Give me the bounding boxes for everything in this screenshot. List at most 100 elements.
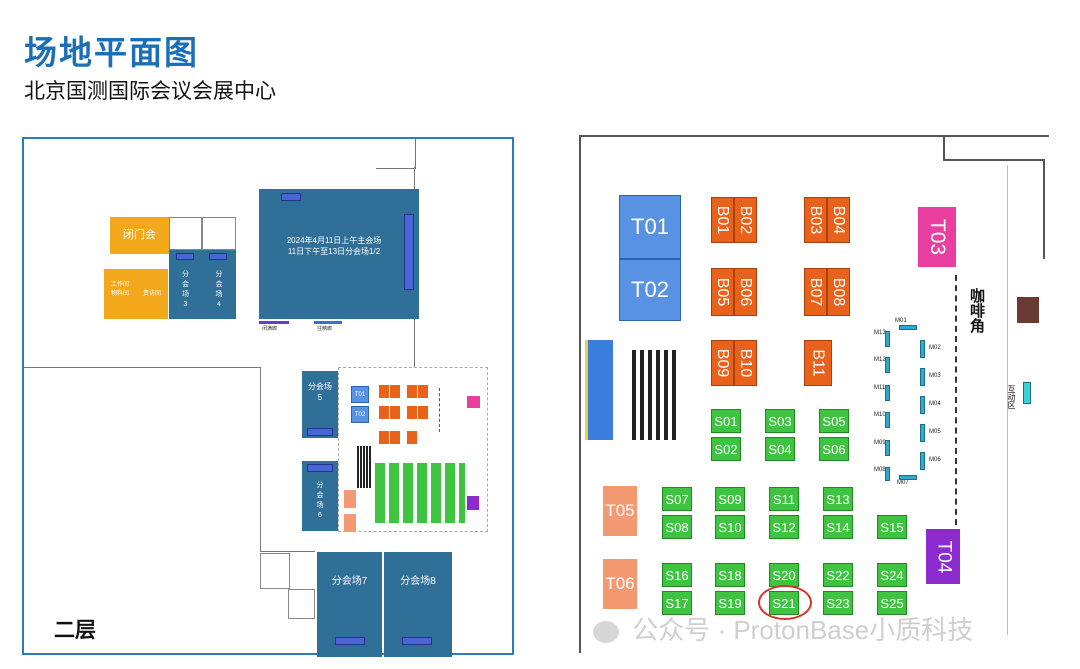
m07-label: M07 [897,480,909,486]
booth-m12 [885,357,890,373]
exhibit-seating [632,350,680,440]
booth-t06: T06 [603,559,637,609]
exit-left-marker [259,321,289,324]
page-subtitle: 北京国测国际会议会展中心 [24,80,276,103]
m10-label: M10 [874,412,886,418]
mini-b05 [379,406,389,419]
wall-top-mid [104,367,261,368]
m12-label: M12 [874,357,886,363]
booth-t05: T05 [603,486,637,536]
booth-s22: S22 [823,563,853,587]
exit-right-marker [314,321,342,324]
main-hall-stage [404,214,414,290]
mini-b09 [379,431,389,444]
sub-hall-5: 分会场 5 [302,371,338,438]
booth-t03: T03 [918,207,956,267]
watermark-text: 公众号 · ProtonBase小质科技 [632,615,974,645]
sub-hall-7-label: 分会场7 [331,576,368,587]
m01-label: M01 [895,318,907,324]
m05-label: M05 [929,429,941,435]
booth-b03-label: B03 [807,205,825,235]
booth-s20: S20 [769,563,799,587]
mini-b08 [418,406,428,419]
booth-s18: S18 [715,563,745,587]
booth-s23: S23 [823,591,853,615]
interaction-zone-label: 互动区 [1007,385,1016,409]
mini-b01 [379,385,389,398]
coffee-counter [1017,297,1039,323]
mini-t02: T02 [351,406,369,423]
booth-s17: S17 [662,591,692,615]
floor-plan-panel: 2024年4月11日上午主会场 11日下午至13日分会场1/2 闭满廊 往精廊 … [22,137,514,657]
main-hall-label: 2024年4月11日上午主会场 11日下午至13日分会场1/2 [286,236,382,256]
sub-hall-4: 分 会 场 4 [202,250,236,319]
mini-b11 [407,431,417,444]
booth-b08: B08 [827,268,850,316]
booth-s02: S02 [711,437,741,461]
sub-hall-6-stage [307,464,333,472]
exhibit-wall-outer [579,135,1049,653]
booth-s19: S19 [715,591,745,615]
booth-m09 [885,440,890,456]
booth-s03: S03 [765,409,795,433]
booth-b01-label: B01 [714,205,732,235]
mini-t05 [344,514,356,532]
exhibit-wall-top-right [945,159,1045,161]
booth-m05 [920,424,925,442]
mini-t04 [467,496,479,510]
booth-b04: B04 [827,197,850,243]
booth-t01: T01 [619,195,681,259]
booth-s05: S05 [819,409,849,433]
booth-t04: T04 [926,529,960,584]
wall-left-upper [24,367,106,368]
m03-label: M03 [929,373,941,379]
exit-right-label: 往精廊 [317,326,333,332]
booth-b03: B03 [804,197,827,243]
mini-b07 [407,406,417,419]
mini-b10 [390,431,400,444]
booth-b02: B02 [734,197,757,243]
booth-b07: B07 [804,268,827,316]
booth-b04-label: B04 [830,205,848,235]
booth-b11: B11 [804,340,832,386]
sub-hall-3: 分 会 场 3 [169,250,202,319]
work-room: 工作间 物料间 [104,269,136,319]
booth-b08-label: B08 [830,277,848,307]
mini-b06 [390,406,400,419]
s21-highlight-circle [758,585,812,620]
booth-s16: S16 [662,563,692,587]
exhibit-wall-right [1043,159,1045,259]
booth-b10: B10 [734,340,757,386]
booth-b11-label: B11 [810,349,827,377]
exit-left-label: 闭满廊 [262,326,278,332]
booth-m03 [920,368,925,386]
mini-b02 [390,385,400,398]
booth-s04: S04 [765,437,795,461]
booth-m04 [920,396,925,414]
sub-hall-8-label: 分会场8 [400,576,436,587]
small-room-a [169,217,202,250]
m13-label: M13 [874,330,886,336]
booth-m08 [885,467,890,481]
mini-t06 [344,490,356,508]
exhibit-wall-inner-right [1007,165,1009,635]
expo-area-mini: T01 T02 [338,367,488,532]
floor-wall-corner [376,139,416,169]
booth-b06-label: B06 [737,277,755,307]
booth-s25: S25 [877,591,907,615]
booth-m13 [885,331,890,347]
sub-hall-6: 分 会 场 6 [302,461,338,531]
floor-label: 二层 [54,619,96,642]
page-title: 场地平面图 [24,34,199,71]
mini-t01: T01 [351,386,369,403]
exhibit-map-panel: T01 T02 T03 T04 T05 T06 B01 B02 B03 B04 … [577,135,1053,655]
sub-hall-4-stage [209,253,227,260]
wall-vertical-mid [260,367,261,552]
small-closet-a [260,553,290,589]
main-hall: 2024年4月11日上午主会场 11日下午至13日分会场1/2 [259,189,419,319]
guest-room: 贵访间 [136,269,168,319]
mini-b04 [418,385,428,398]
booth-t04-label: T04 [933,540,954,573]
mini-b03 [407,385,417,398]
m06-label: M06 [929,457,941,463]
